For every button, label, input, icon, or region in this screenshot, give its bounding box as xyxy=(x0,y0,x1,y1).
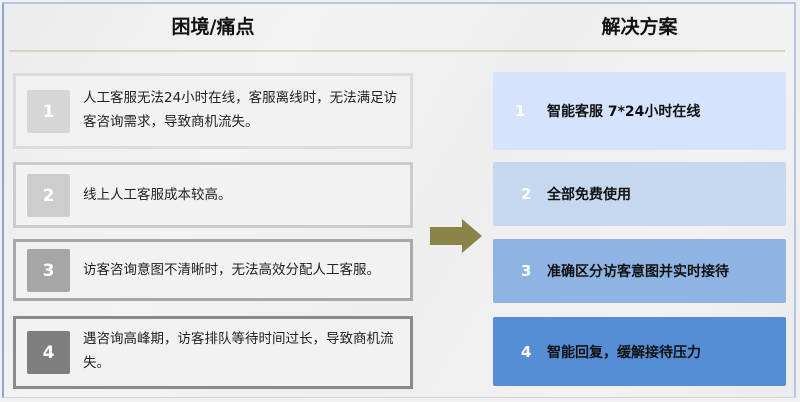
pain-text: 人工客服无法24小时在线，客服离线时，无法满足访客咨询需求，导致商机流失。 xyxy=(83,90,398,130)
pain-card-3: 3 访客咨询意图不清晰时，无法高效分配人工客服。 xyxy=(13,239,413,301)
solution-card-1: 1 智能客服 7*24小时在线 xyxy=(493,72,786,150)
pain-points-title: 困境/痛点 xyxy=(171,16,255,38)
pain-points-underline xyxy=(9,50,413,52)
pain-text: 访客咨询意图不清晰时，无法高效分配人工客服。 xyxy=(83,262,380,278)
solutions-underline xyxy=(400,50,785,52)
solution-card-4: 4 智能回复，缓解接待压力 xyxy=(493,317,786,386)
solution-number: 3 xyxy=(521,262,532,280)
solution-card-2: 2 全部免费使用 xyxy=(493,162,786,226)
pain-number-badge: 4 xyxy=(27,331,70,374)
right-arrow-icon xyxy=(430,219,482,253)
solution-card-3: 3 准确区分访客意图并实时接待 xyxy=(493,239,786,303)
solution-text: 准确区分访客意图并实时接待 xyxy=(547,264,729,280)
pain-number-badge: 1 xyxy=(27,90,70,133)
solution-text: 智能回复，缓解接待压力 xyxy=(547,344,701,361)
pain-text: 遇咨询高峰期，访客排队等待时间过长，导致商机流失。 xyxy=(83,331,394,371)
pain-number-badge: 2 xyxy=(27,174,70,217)
pain-text: 线上人工客服成本较高。 xyxy=(83,187,232,203)
pain-number-badge: 3 xyxy=(27,249,70,292)
solution-text: 智能客服 7*24小时在线 xyxy=(547,104,701,120)
solution-text: 全部免费使用 xyxy=(547,187,631,203)
pain-card-2: 2 线上人工客服成本较高。 xyxy=(13,162,413,228)
solution-number: 4 xyxy=(521,342,532,361)
solutions-title: 解决方案 xyxy=(601,16,678,38)
solution-number: 1 xyxy=(515,102,526,120)
pain-card-1: 1 人工客服无法24小时在线，客服离线时，无法满足访客咨询需求，导致商机流失。 xyxy=(13,73,413,149)
pain-card-4: 4 遇咨询高峰期，访客排队等待时间过长，导致商机流失。 xyxy=(13,316,413,389)
solution-number: 2 xyxy=(521,185,532,203)
